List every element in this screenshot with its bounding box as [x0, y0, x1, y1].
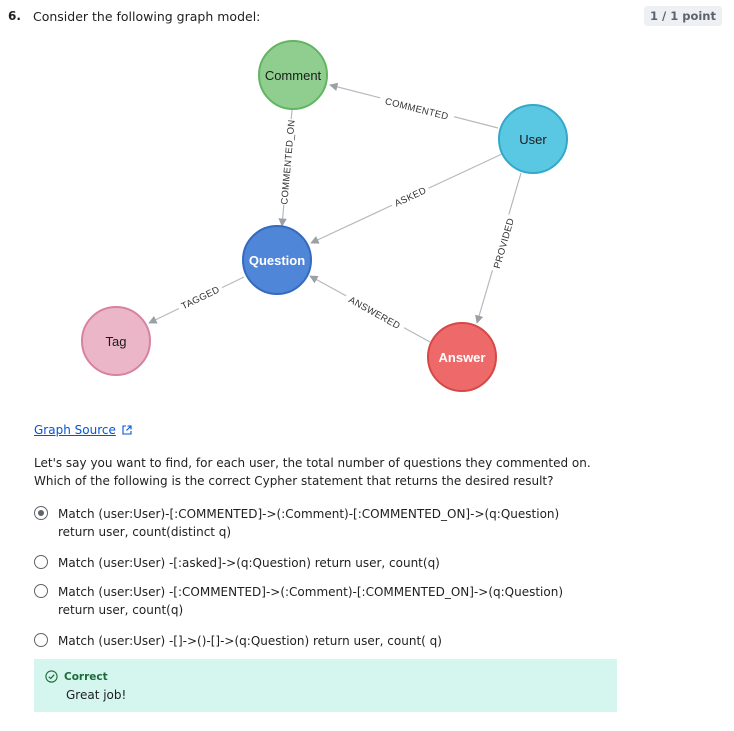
answer-option-2-label: Match (user:User) -[:asked]->(q:Question…	[58, 556, 440, 570]
node-tag: Tag	[81, 306, 151, 376]
answer-option-3-label: Match (user:User) -[:COMMENTED]->(:Comme…	[58, 585, 564, 617]
graph-source-label: Graph Source	[34, 423, 116, 437]
feedback-status-label: Correct	[64, 670, 108, 683]
label-commented: COMMENTED	[384, 96, 450, 122]
question-text: Consider the following graph model:	[33, 9, 261, 24]
question-prompt: Let's say you want to find, for each use…	[34, 456, 591, 488]
node-question: Question	[242, 225, 312, 295]
label-tagged: TAGGED	[180, 284, 222, 312]
answer-option-2[interactable]: Match (user:User) -[:asked]->(q:Question…	[34, 554, 594, 572]
question-number: 6.	[8, 9, 21, 23]
graph-source-link[interactable]: Graph Source	[34, 423, 132, 437]
node-question-label: Question	[249, 253, 305, 268]
score-badge: 1 / 1 point	[644, 6, 722, 26]
node-answer-label: Answer	[439, 350, 486, 365]
label-answered: ANSWERED	[347, 295, 402, 332]
graph-model-diagram: COMMENTED COMMENTED_ON ASKED PROVIDED TA…	[81, 40, 568, 392]
node-comment: Comment	[258, 40, 328, 110]
answer-option-3[interactable]: Match (user:User) -[:COMMENTED]->(:Comme…	[34, 583, 594, 619]
check-circle-icon	[45, 670, 58, 683]
feedback-message: Great job!	[66, 688, 127, 702]
radio-icon[interactable]	[34, 555, 48, 569]
node-user: User	[498, 104, 568, 174]
answer-option-1-label: Match (user:User)-[:COMMENTED]->(:Commen…	[58, 507, 560, 539]
radio-selected-icon[interactable]	[34, 506, 48, 520]
feedback-status: Correct	[45, 670, 108, 683]
answer-option-4-label: Match (user:User) -[]->()-[]->(q:Questio…	[58, 634, 442, 648]
radio-icon[interactable]	[34, 584, 48, 598]
answer-option-4[interactable]: Match (user:User) -[]->()-[]->(q:Questio…	[34, 632, 594, 650]
node-user-label: User	[519, 132, 547, 147]
label-commented-on: COMMENTED_ON	[279, 119, 297, 205]
external-link-icon	[122, 425, 132, 435]
radio-icon[interactable]	[34, 633, 48, 647]
node-tag-label: Tag	[106, 334, 127, 349]
feedback-panel: Correct Great job!	[34, 659, 617, 712]
node-answer: Answer	[427, 322, 497, 392]
node-comment-label: Comment	[265, 68, 322, 83]
answer-option-1[interactable]: Match (user:User)-[:COMMENTED]->(:Commen…	[34, 505, 594, 541]
